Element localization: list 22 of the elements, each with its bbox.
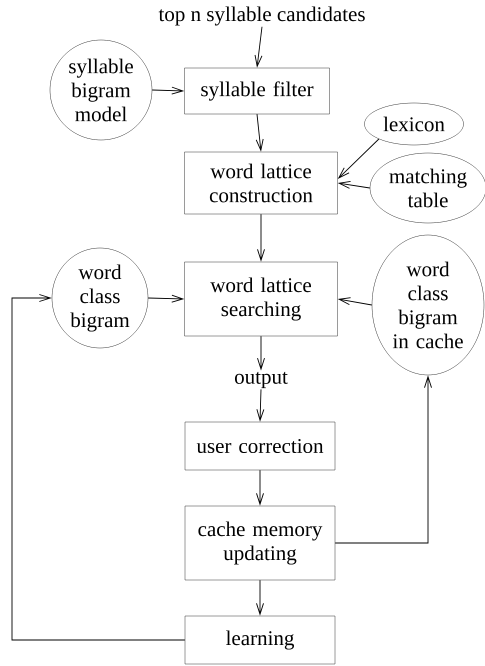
arrow: [256, 114, 264, 152]
flow-text: top n syllable candidates: [158, 6, 365, 26]
arrow: [338, 297, 372, 306]
process-box: word lattice searching: [184, 262, 338, 336]
process-box: user correction: [184, 422, 336, 470]
feedback-arrow: [12, 294, 186, 640]
arrow: [257, 214, 265, 262]
arrow: [338, 181, 370, 189]
arrow: [257, 336, 265, 371]
process-box: word lattice construction: [184, 152, 338, 214]
process-box: learning: [184, 616, 336, 664]
process-box: syllable filter: [184, 68, 330, 114]
arrow: [148, 294, 184, 303]
arrow: [338, 138, 380, 179]
arrow: [256, 388, 264, 422]
flow-text: output: [234, 372, 288, 388]
arrow: [152, 86, 184, 95]
arrow: [256, 580, 264, 616]
arrow: [256, 470, 264, 506]
process-box: cache memory updating: [184, 506, 336, 580]
arrow: [254, 26, 262, 68]
feedback-arrow: [334, 375, 432, 544]
